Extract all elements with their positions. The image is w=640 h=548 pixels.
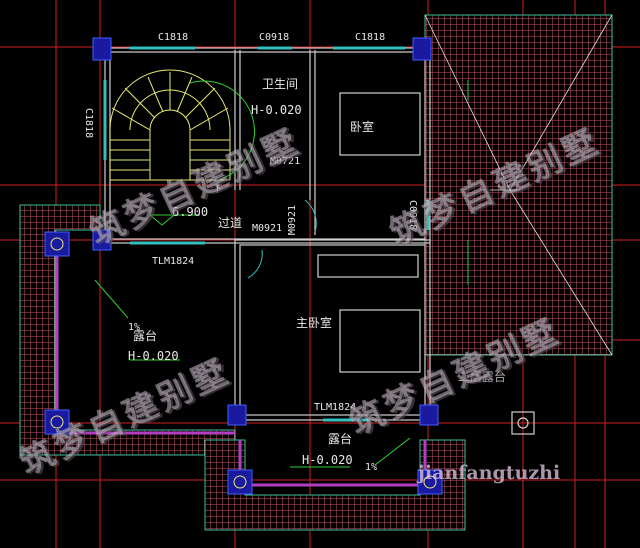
room-label-terrace: 露台 bbox=[133, 329, 158, 343]
door-label: M0721 bbox=[270, 156, 301, 167]
room-label-terrace: 露台 bbox=[328, 432, 353, 446]
watermark-handle: jianfangtuzhi bbox=[418, 462, 561, 484]
level-label: 6.900 bbox=[172, 205, 209, 219]
slope-label: 1% bbox=[128, 322, 141, 333]
room-label-bedroom: 卧室 bbox=[350, 120, 375, 134]
door-label: M0921 bbox=[287, 205, 298, 236]
level-label: H-0.020 bbox=[302, 453, 353, 467]
window-label: C1818 bbox=[83, 108, 94, 139]
columns bbox=[44, 37, 443, 495]
level-label: H-0.020 bbox=[128, 349, 179, 363]
walls bbox=[104, 47, 535, 435]
level-label: H-0.020 bbox=[251, 103, 302, 117]
stair-down-label: 下 bbox=[213, 185, 223, 195]
door-label: TLM1824 bbox=[152, 256, 195, 267]
room-label-bathroom: 卫生间 bbox=[262, 77, 299, 91]
window-label: C0918 bbox=[407, 200, 418, 231]
door-label: M0921 bbox=[252, 223, 283, 234]
terrace-bottom-hatch bbox=[204, 439, 466, 531]
window-label: C1818 bbox=[355, 32, 386, 43]
slope-label: 1% bbox=[365, 462, 378, 473]
room-label-second-floor-terrace: 二层露台 bbox=[458, 370, 507, 384]
window-label: C1818 bbox=[158, 32, 189, 43]
room-label-corridor: 过道 bbox=[218, 216, 243, 230]
door-label: TLM1824 bbox=[314, 402, 357, 413]
room-label-master-bedroom: 主卧室 bbox=[296, 316, 333, 330]
window-label: C0918 bbox=[259, 32, 290, 43]
spiral-stair bbox=[109, 69, 231, 181]
